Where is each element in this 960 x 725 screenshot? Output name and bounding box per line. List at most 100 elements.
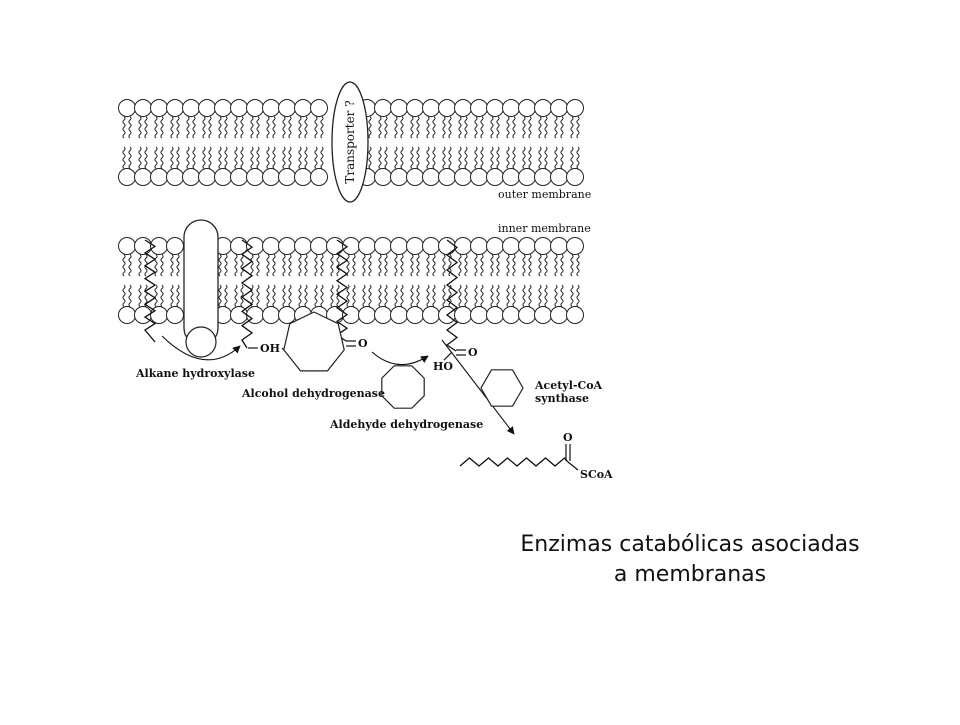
- lipid-tail: [298, 254, 302, 277]
- lipid-tail: [576, 284, 580, 307]
- aldehyde-chain: [335, 239, 349, 342]
- lipid-head: [486, 168, 504, 186]
- lipid-head: [550, 99, 568, 117]
- lipid-head: [246, 237, 264, 255]
- lipid-tail: [538, 284, 542, 307]
- lipid-tail: [464, 146, 468, 169]
- lipid-tail: [506, 284, 510, 307]
- lipid-tail: [250, 254, 254, 277]
- lipid-tail: [192, 116, 196, 139]
- lipid-tail: [464, 116, 468, 139]
- lipid-tail: [496, 146, 500, 169]
- lipid-head: [390, 237, 408, 255]
- lipid-tail: [218, 116, 222, 139]
- lipid-tail: [554, 116, 558, 139]
- lipid-tail: [458, 146, 462, 169]
- lipid-tail: [442, 254, 446, 277]
- lipid-head: [390, 99, 408, 117]
- lipid-tail: [512, 284, 516, 307]
- lipid-tail: [186, 116, 190, 139]
- lipid-tail: [522, 254, 526, 277]
- lipid-head: [134, 99, 152, 117]
- lipid-head: [502, 168, 520, 186]
- lipid-head: [374, 168, 392, 186]
- lipid-tail: [394, 254, 398, 277]
- lipid-tail: [314, 146, 318, 169]
- lipid-tail: [234, 116, 238, 139]
- alkane-hydroxylase-label: Alkane hydroxylase: [135, 367, 255, 380]
- lipid-tail: [266, 254, 270, 277]
- lipid-tail: [272, 146, 276, 169]
- lipid-tail: [378, 254, 382, 277]
- lipid-tail: [384, 116, 388, 139]
- lipid-tail: [336, 254, 340, 277]
- lipid-tail: [410, 284, 414, 307]
- lipid-head: [454, 168, 472, 186]
- lipid-tail: [384, 146, 388, 169]
- lipid-tail: [128, 116, 132, 139]
- lipid-tail: [256, 116, 260, 139]
- lipid-tail: [314, 116, 318, 139]
- lipid-tail: [288, 254, 292, 277]
- hydroxylase-head-circle: [185, 326, 217, 358]
- lipid-tail: [576, 146, 580, 169]
- lipid-head: [134, 237, 152, 255]
- lipid-head: [166, 306, 184, 324]
- lipid-tail: [346, 254, 350, 277]
- lipid-head: [374, 99, 392, 117]
- lipid-tail: [304, 254, 308, 277]
- lipid-tail: [160, 116, 164, 139]
- lipid-head: [550, 306, 568, 324]
- lipid-tail: [320, 146, 324, 169]
- lipid-tail: [560, 254, 564, 277]
- lipid-head: [246, 168, 264, 186]
- lipid-head: [374, 306, 392, 324]
- lipid-tail: [176, 116, 180, 139]
- lipid-tail: [160, 146, 164, 169]
- lipid-head: [358, 237, 376, 255]
- lipid-head: [454, 99, 472, 117]
- lipid-tail: [320, 254, 324, 277]
- lipid-tail: [282, 116, 286, 139]
- alkane-chains: [143, 239, 459, 352]
- acid-ho-label: HO: [433, 360, 453, 373]
- lipid-tail: [128, 254, 132, 277]
- lipid-head: [486, 237, 504, 255]
- lipid-tail: [416, 146, 420, 169]
- lipid-tail: [538, 146, 542, 169]
- lipid-head: [566, 237, 584, 255]
- lipid-tail: [154, 254, 158, 277]
- lipid-tail: [176, 284, 180, 307]
- lipid-head: [422, 99, 440, 117]
- lipid-tail: [138, 116, 142, 139]
- aldehyde-o-label: O: [358, 337, 368, 350]
- lipid-tail: [298, 116, 302, 139]
- lipid-tail: [554, 254, 558, 277]
- lipid-tail: [490, 254, 494, 277]
- lipid-tail: [154, 116, 158, 139]
- lipid-tail: [170, 116, 174, 139]
- lipid-tail: [362, 254, 366, 277]
- lipid-tail: [250, 146, 254, 169]
- acetyl-coa-synthase-label-line1: Acetyl-CoA: [534, 379, 603, 392]
- lipid-tail: [432, 284, 436, 307]
- acyl-o-label: O: [563, 431, 573, 444]
- lipid-tail: [432, 146, 436, 169]
- lipid-head: [278, 99, 296, 117]
- lipid-tail: [496, 254, 500, 277]
- lipid-tail: [272, 284, 276, 307]
- lipid-tail: [250, 284, 254, 307]
- lipid-tail: [314, 284, 318, 307]
- lipid-head: [470, 99, 488, 117]
- lipid-tail: [288, 116, 292, 139]
- lipid-tail: [522, 116, 526, 139]
- lipid-head: [422, 237, 440, 255]
- alkane-hydroxylase-protein: [183, 219, 219, 346]
- lipid-tail: [538, 116, 542, 139]
- lipid-head: [502, 306, 520, 324]
- lipid-tail: [378, 146, 382, 169]
- lipid-head: [118, 99, 136, 117]
- lipid-head: [214, 99, 232, 117]
- lipid-tail: [576, 254, 580, 277]
